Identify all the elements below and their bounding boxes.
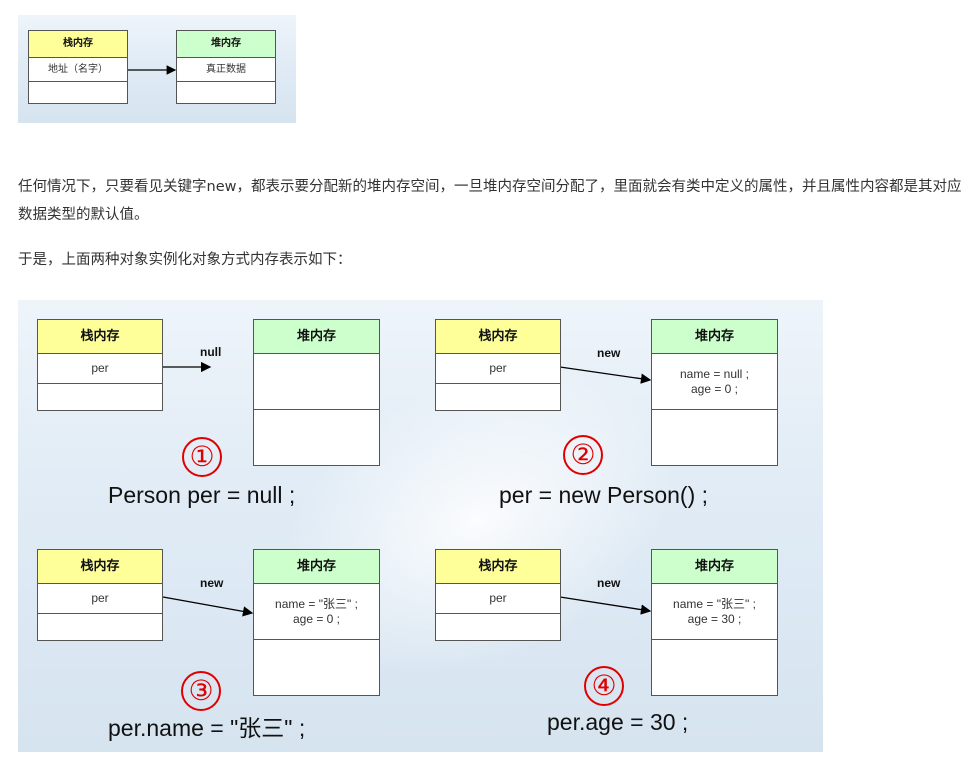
stack-memory-box: 栈内存 地址（名字）: [28, 30, 128, 104]
stack-memory-header: 栈内存: [29, 31, 127, 57]
panel-4-heap-line-name: name = "张三" ;: [673, 597, 756, 612]
heap-memory-header: 堆内存: [177, 31, 275, 57]
panel-1-stack-header: 栈内存: [38, 320, 162, 353]
panel-4-heap-box: 堆内存 name = "张三" ; age = 30 ;: [651, 549, 778, 696]
panel-4-heap-header: 堆内存: [652, 550, 777, 583]
panel-2-arrow-label: new: [597, 346, 621, 360]
object-instantiation-figure: 栈内存 per null 堆内存 ① Person per = null ; 栈…: [18, 300, 823, 752]
panel-2-heap-line-age: age = 0 ;: [690, 381, 739, 396]
panel-1-heap-empty: [254, 409, 379, 465]
reference-arrows: [162, 361, 652, 617]
panel-3-heap-box: 堆内存 name = "张三" ; age = 0 ;: [253, 549, 380, 696]
panel-2-stack-var: per: [436, 353, 560, 383]
panel-4-stack-box: 栈内存 per: [435, 549, 561, 641]
paragraph-new-keyword: 任何情况下，只要看见关键字new，都表示要分配新的堆内存空间，一旦堆内存空间分配…: [18, 179, 962, 223]
panel-2-heap-header: 堆内存: [652, 320, 777, 353]
stack-memory-empty-row: [29, 81, 127, 103]
stack-memory-content: 地址（名字）: [29, 57, 127, 81]
heap-memory-box: 堆内存 真正数据: [176, 30, 276, 104]
panel-2-heap-content: name = null ; age = 0 ;: [652, 353, 777, 409]
panel-4-code: per.age = 30 ;: [547, 709, 689, 735]
panel-3-heap-empty: [254, 639, 379, 695]
panel-3-number: ③: [181, 671, 221, 711]
panel-1-stack-box: 栈内存 per: [37, 319, 163, 411]
panel-3-stack-header: 栈内存: [38, 550, 162, 583]
panel-2-stack-header: 栈内存: [436, 320, 560, 353]
panel-2-heap-empty: [652, 409, 777, 465]
panel-4-heap-content: name = "张三" ; age = 30 ;: [652, 583, 777, 639]
panel-2-stack-box: 栈内存 per: [435, 319, 561, 411]
panel-4-arrow-label: new: [597, 576, 621, 590]
panel-1-heap-header: 堆内存: [254, 320, 379, 353]
heap-memory-content: 真正数据: [177, 57, 275, 81]
panel-4-number: ④: [584, 666, 624, 706]
panel-1-heap-box: 堆内存: [253, 319, 380, 466]
panel-3-heap-content: name = "张三" ; age = 0 ;: [254, 583, 379, 639]
panel-3-stack-var: per: [38, 583, 162, 613]
panel-3-code: per.name = "张三" ;: [108, 715, 306, 741]
panel-4-stack-var: per: [436, 583, 560, 613]
panel-2-number: ②: [563, 435, 603, 475]
panel-4-heap-line-age: age = 30 ;: [687, 611, 742, 626]
heap-memory-empty-row: [177, 81, 275, 103]
small-diagram-arrow: [128, 65, 177, 75]
stack-heap-overview-figure: 栈内存 地址（名字） 堆内存 真正数据: [18, 15, 296, 123]
panel-1-heap-content: [254, 353, 379, 409]
panel-3-heap-line-name: name = "张三" ;: [275, 597, 358, 612]
panel-3-arrow-label: new: [200, 576, 224, 590]
panel-1-number: ①: [182, 437, 222, 477]
paragraph-memory-representation: 于是，上面两种对象实例化对象方式内存表示如下：: [18, 252, 352, 268]
panel-1-stack-var: per: [38, 353, 162, 383]
panel-4-arrow: [559, 596, 652, 615]
panel-3-heap-header: 堆内存: [254, 550, 379, 583]
panel-3-stack-box: 栈内存 per: [37, 549, 163, 641]
panel-2-heap-line-name: name = null ;: [679, 367, 750, 382]
panel-4-stack-empty: [436, 613, 560, 640]
panel-1-arrow-label: null: [200, 345, 222, 359]
panel-3-stack-empty: [38, 613, 162, 640]
panel-2-stack-empty: [436, 383, 560, 410]
panel-2-arrow: [559, 366, 652, 384]
panel-4-stack-header: 栈内存: [436, 550, 560, 583]
panel-2-heap-box: 堆内存 name = null ; age = 0 ;: [651, 319, 778, 466]
panel-3-arrow: [162, 596, 254, 617]
panel-3-heap-line-age: age = 0 ;: [292, 611, 341, 626]
panel-1-code: Person per = null ;: [108, 482, 296, 508]
panel-1-stack-empty: [38, 383, 162, 410]
panel-2-code: per = new Person() ;: [499, 482, 709, 508]
panel-4-heap-empty: [652, 639, 777, 695]
